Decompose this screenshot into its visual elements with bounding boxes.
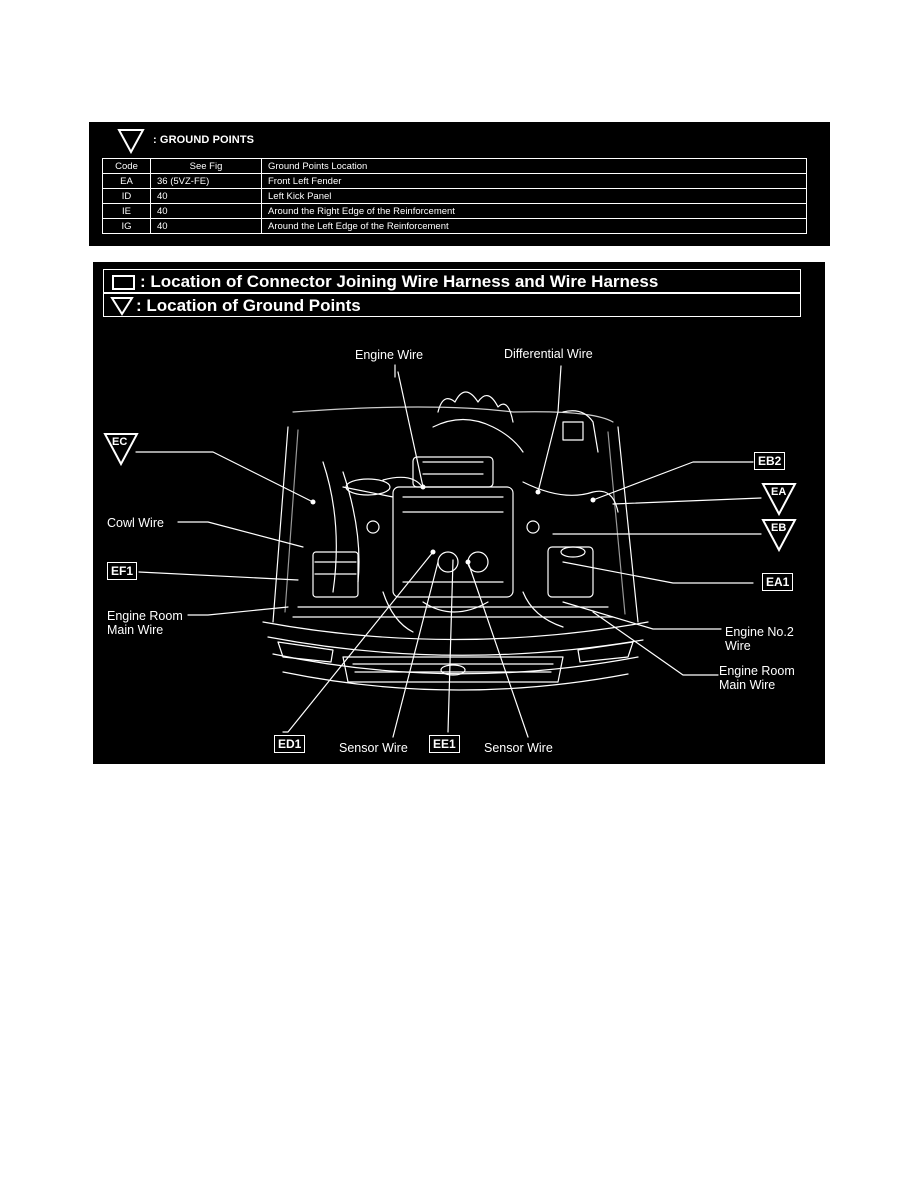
connector-rect-icon [112, 275, 135, 290]
connector-ea1: EA1 [762, 573, 794, 591]
ground-eb-label: EB [771, 522, 787, 534]
row-location: Left Kick Panel [261, 188, 807, 204]
row-location: Front Left Fender [261, 173, 807, 189]
sensor-wire-right-label: Sensor Wire [484, 741, 553, 755]
connector-eb2: EB2 [754, 452, 786, 470]
legend-connector: : Location of Connector Joining Wire Har… [103, 269, 801, 293]
ground-triangle-icon [103, 433, 139, 466]
table-row: IG 40 Around the Left Edge of the Reinfo… [102, 218, 807, 234]
row-code: ID [102, 188, 151, 204]
ground-triangle-icon [761, 483, 797, 516]
ground-points-table: Code See Fig Ground Points Location EA 3… [102, 158, 807, 234]
legend-connector-text: : Location of Connector Joining Wire Har… [140, 272, 659, 291]
connector-ed1: ED1 [274, 735, 306, 753]
ground-ea-label: EA [771, 486, 787, 498]
ground-ec-marker: EC [103, 432, 139, 466]
ground-triangle-icon [110, 297, 134, 316]
connector-ef1: EF1 [107, 562, 138, 580]
header-see-fig: See Fig [150, 158, 262, 174]
row-see-fig: 40 [150, 188, 262, 204]
ground-points-panel: : GROUND POINTS Code See Fig Ground Poin… [89, 122, 830, 246]
row-code: IE [102, 203, 151, 219]
differential-wire-label: Differential Wire [504, 347, 593, 361]
sensor-wire-left-label: Sensor Wire [339, 741, 408, 755]
engine-wire-label: Engine Wire [355, 348, 424, 362]
row-see-fig: 40 [150, 203, 262, 219]
engine-room-main-wire-left-label: Engine Room Main Wire [107, 609, 183, 637]
ground-triangle-icon [117, 129, 145, 154]
engine-room-main-wire-right-label: Engine Room Main Wire [719, 664, 795, 692]
legend-ground-text: : Location of Ground Points [136, 296, 361, 315]
row-location: Around the Left Edge of the Reinforcemen… [261, 218, 807, 234]
ground-ea-marker: EA [761, 482, 797, 516]
table-row: IE 40 Around the Right Edge of the Reinf… [102, 203, 807, 219]
table-header-row: Code See Fig Ground Points Location [102, 158, 807, 174]
legend-ground: : Location of Ground Points [103, 293, 801, 317]
cowl-wire-label: Cowl Wire [107, 516, 164, 530]
row-see-fig: 40 [150, 218, 262, 234]
row-code: IG [102, 218, 151, 234]
connector-ee1: EE1 [429, 735, 460, 753]
engine-bay-drawing [135, 364, 762, 738]
ground-triangle-icon [761, 519, 797, 552]
row-see-fig: 36 (5VZ-FE) [150, 173, 262, 189]
table-row: ID 40 Left Kick Panel [102, 188, 807, 204]
engine-harness-diagram: : Location of Connector Joining Wire Har… [93, 262, 825, 764]
table-row: EA 36 (5VZ-FE) Front Left Fender [102, 173, 807, 189]
ground-eb-marker: EB [761, 518, 797, 552]
row-code: EA [102, 173, 151, 189]
engine-no2-wire-label: Engine No.2 Wire [725, 625, 794, 653]
header-code: Code [102, 158, 151, 174]
row-location: Around the Right Edge of the Reinforceme… [261, 203, 807, 219]
ground-points-title: : GROUND POINTS [153, 134, 255, 146]
ground-ec-label: EC [112, 436, 128, 448]
header-location: Ground Points Location [261, 158, 807, 174]
